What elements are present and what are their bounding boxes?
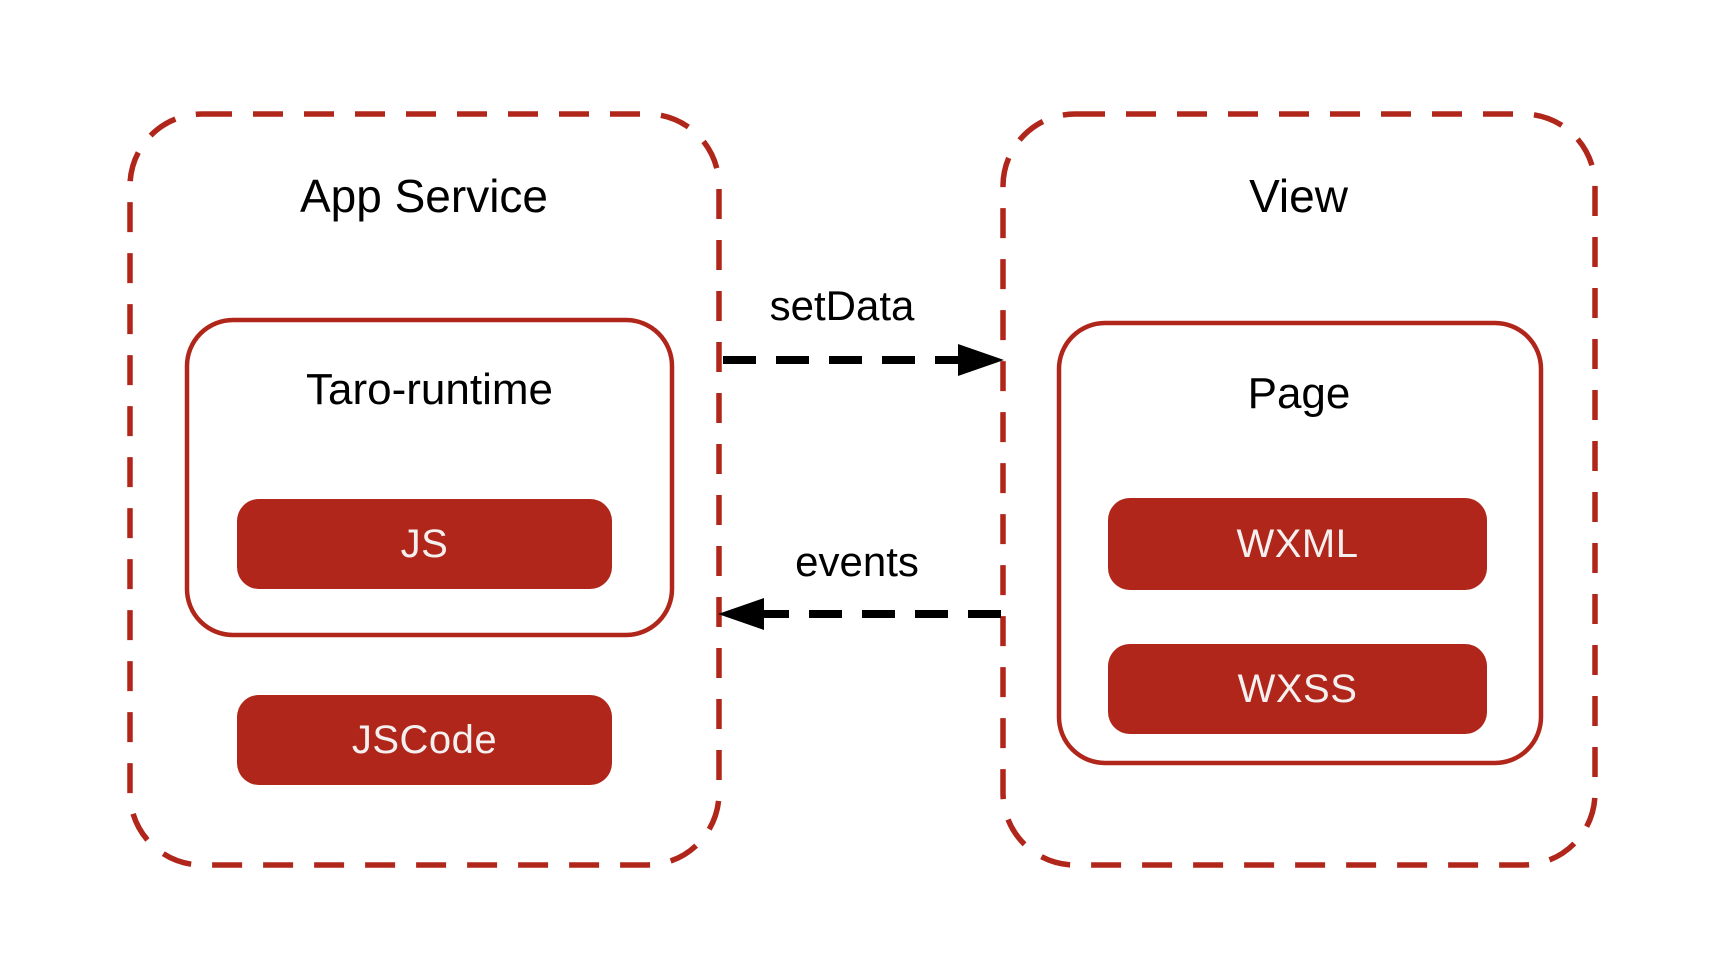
view-title: View <box>1249 170 1348 222</box>
js-node: JS <box>237 499 612 589</box>
wxml-node: WXML <box>1108 498 1487 590</box>
setdata-arrowhead-icon <box>958 344 1004 376</box>
setdata-arrow-label: setData <box>769 282 915 329</box>
taro-runtime-title: Taro-runtime <box>306 365 553 414</box>
events-arrowhead-icon <box>718 598 764 630</box>
jscode-node: JSCode <box>237 695 612 785</box>
wxss-node: WXSS <box>1108 644 1487 734</box>
events-arrow-label: events <box>795 538 919 585</box>
app-service-outline <box>127 111 722 868</box>
page-title: Page <box>1247 369 1351 418</box>
view-outline <box>1000 111 1598 868</box>
app-service-title: App Service <box>299 170 548 222</box>
